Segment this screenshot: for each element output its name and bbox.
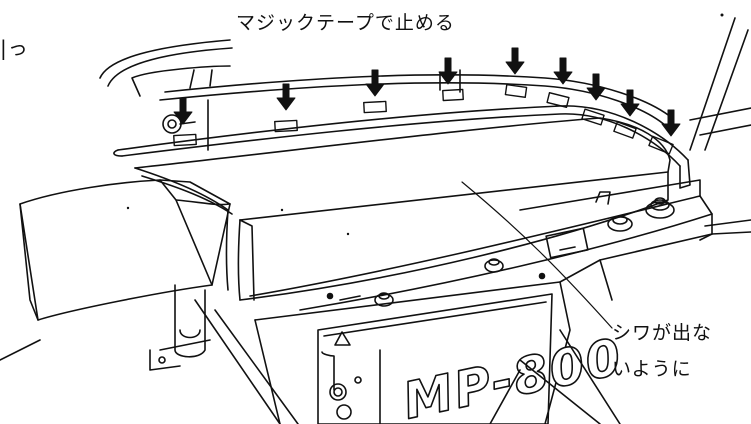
machine-body — [249, 179, 751, 424]
control-panel: MP-800 — [317, 293, 629, 424]
warning-triangle-icon — [334, 331, 351, 346]
machine-stand — [0, 284, 621, 424]
partial-label: |っ — [0, 36, 29, 60]
leader-lines — [461, 181, 613, 329]
side-board — [19, 179, 231, 321]
background-frame — [99, 17, 751, 151]
wrinkle-note-line1: シワが出な — [612, 322, 713, 344]
down-arrow-icon — [173, 47, 681, 137]
model-name-text: MP-800 — [398, 327, 628, 424]
velcro-instruction-label: マジックテープで止める — [236, 12, 455, 34]
front-rail — [113, 105, 691, 189]
wrinkle-note-line2: いように — [612, 358, 692, 380]
dot-marks — [126, 13, 724, 236]
